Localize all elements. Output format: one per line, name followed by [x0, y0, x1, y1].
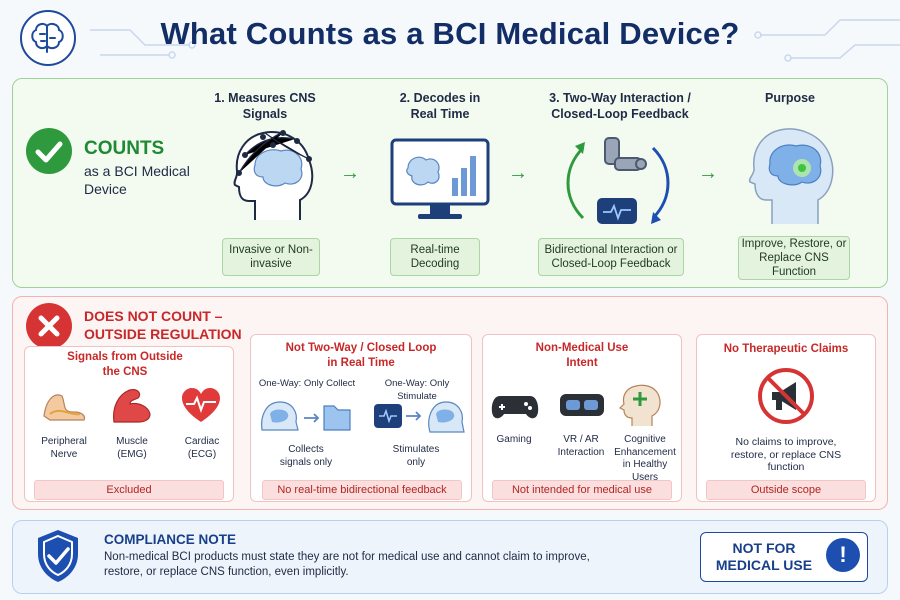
item-peripheral-nerve: Peripheral Nerve: [41, 436, 87, 460]
card-2-footer: No real-time bidirectional feedback: [262, 480, 462, 500]
no-megaphone-icon: [758, 368, 814, 424]
item-muscle-emg: Muscle (EMG): [116, 436, 148, 460]
no-claims-text: No claims to improve, restore, or replac…: [730, 436, 842, 473]
arrow-1: →: [340, 162, 360, 184]
closed-loop-arm-icon: [566, 137, 670, 224]
step-1-box: Invasive or Non-invasive: [222, 238, 320, 276]
heart-ecg-icon: [182, 388, 220, 422]
badge-text: NOT FOR MEDICAL USE: [715, 540, 813, 573]
step-1-title: 1. Measures CNS Signals: [214, 91, 316, 121]
collects-signals-caption: Collects signals only: [279, 444, 333, 468]
step-4-box: Improve, Restore, or Replace CNS Functio…: [738, 236, 850, 280]
head-plus-icon: [618, 384, 661, 426]
card-3-footer: Not intended for medical use: [492, 480, 672, 500]
stimulator-to-head-icon: [374, 401, 465, 433]
step-3-box: Bidirectional Interaction or Closed-Loop…: [538, 238, 684, 276]
does-not-count-heading: DOES NOT COUNT – OUTSIDE REGULATION: [84, 308, 242, 342]
brain-logo-icon: [20, 10, 76, 66]
card-3-title: Non-Medical Use Intent: [535, 342, 629, 369]
stimulates-only-caption: Stimulates only: [392, 444, 440, 468]
arrow-2: →: [508, 162, 528, 184]
step-3-title: 3. Two-Way Interaction / Closed-Loop Fee…: [549, 91, 691, 121]
circuit-decoration-left: [90, 29, 196, 59]
one-way-stimulate-label: One-Way: Only Stimulate: [384, 378, 450, 402]
shield-check-icon: [38, 530, 78, 582]
head-electrodes-icon: [233, 130, 314, 220]
muscle-emg-icon: [113, 389, 151, 423]
circuit-decoration-right: [754, 19, 900, 62]
x-mark-icon: [26, 303, 72, 349]
check-icon: [26, 128, 72, 174]
counts-subheading: as a BCI Medical Device: [84, 163, 190, 197]
step-4-title: Purpose: [764, 91, 815, 105]
head-brain-glow-icon: [748, 128, 834, 224]
card-outside-cns: [24, 346, 234, 502]
card-1-footer: Excluded: [34, 480, 224, 500]
monitor-decoding-icon: [390, 138, 490, 219]
item-cognitive-enhancement: Cognitive Enhancement in Healthy Users: [614, 434, 676, 483]
card-1-title: Signals from Outside the CNS: [67, 351, 183, 378]
counts-heading: COUNTS: [84, 138, 165, 159]
page-title: What Counts as a BCI Medical Device?: [160, 16, 740, 51]
card-2-title: Not Two-Way / Closed Loop in Real Time: [285, 342, 437, 369]
arrow-3: →: [698, 162, 718, 184]
exclamation-icon: !: [826, 538, 860, 572]
arm-nerve-icon: [43, 394, 86, 421]
compliance-title: COMPLIANCE NOTE: [104, 532, 237, 547]
step-2-box: Real-time Decoding: [390, 238, 480, 276]
step-2-title: 2. Decodes in Real Time: [399, 91, 481, 121]
vr-headset-icon: [560, 394, 604, 416]
one-way-collect-label: One-Way: Only Collect: [258, 378, 356, 389]
card-4-footer: Outside scope: [706, 480, 866, 500]
item-cardiac-ecg: Cardiac (ECG): [184, 436, 220, 460]
card-4-title: No Therapeutic Claims: [723, 343, 849, 355]
item-gaming: Gaming: [496, 434, 532, 445]
collect-to-folder-icon: [261, 401, 351, 431]
gamepad-icon: [491, 396, 539, 419]
item-vr-ar: VR / AR Interaction: [557, 434, 605, 458]
compliance-text: Non-medical BCI products must state they…: [104, 551, 590, 578]
